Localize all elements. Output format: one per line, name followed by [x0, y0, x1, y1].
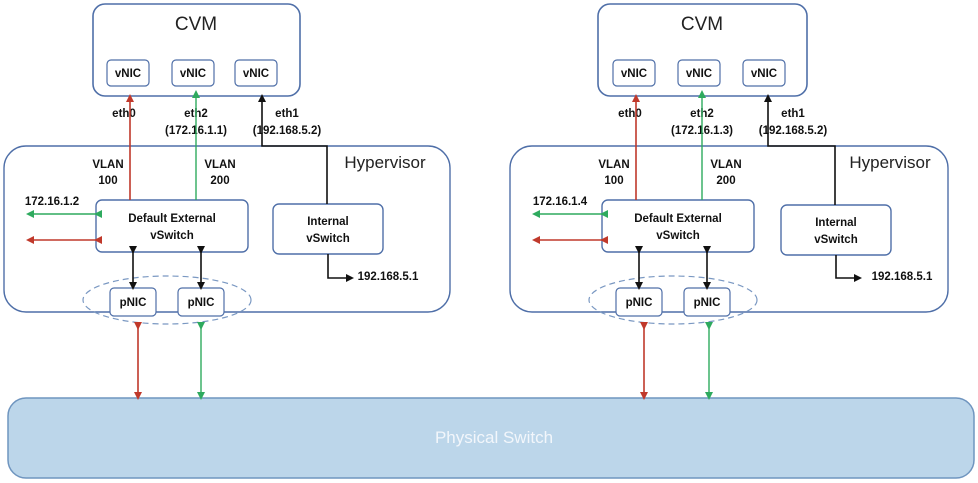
internal-vswitch — [780, 204, 892, 256]
default-external-vswitch — [601, 199, 755, 253]
vnic-label: vNIC — [180, 68, 206, 80]
vlan200-id: 200 — [716, 175, 735, 187]
host-ip-label: 172.16.1.4 — [533, 196, 588, 208]
eth1-black-link — [258, 94, 328, 204]
physical-switch-box — [7, 397, 975, 479]
vnic-label: vNIC — [243, 68, 269, 80]
vlan200-id: 200 — [210, 175, 229, 187]
vlan200-label: VLAN — [710, 159, 741, 171]
pnic-label: pNIC — [120, 297, 147, 309]
eth1-ip-label: (192.168.5.2) — [253, 125, 322, 137]
physical-switch-label: Physical Switch — [435, 428, 553, 447]
vnic-eth1 — [742, 59, 786, 87]
host-ip-label: 172.16.1.2 — [25, 196, 79, 208]
eth1-black-link — [764, 94, 836, 205]
eth0-label: eth0 — [112, 108, 136, 120]
ext-vswitch-label-2: vSwitch — [150, 230, 193, 242]
pnic-team-ellipse — [588, 275, 758, 325]
vnic-label: vNIC — [751, 68, 777, 80]
int-vswitch-label: Internal — [307, 216, 349, 228]
vnic-eth0 — [612, 59, 656, 87]
internal-out-link — [835, 255, 862, 282]
pnic-team-ellipse — [82, 275, 252, 325]
int-vswitch-label-2: vSwitch — [814, 234, 857, 246]
eth1-label: eth1 — [275, 108, 299, 120]
ext-vswitch-label-2: vSwitch — [656, 230, 699, 242]
cvm-title: CVM — [681, 14, 723, 35]
vnic-eth2 — [171, 59, 215, 87]
default-external-vswitch — [95, 199, 249, 253]
internal-out-link — [327, 254, 354, 282]
vnic-label: vNIC — [115, 68, 141, 80]
pnic-label: pNIC — [694, 297, 721, 309]
vnic-eth2 — [677, 59, 721, 87]
internal-ip-label: 192.168.5.1 — [872, 271, 933, 283]
pnic-label: pNIC — [626, 297, 653, 309]
cvm-title: CVM — [175, 14, 217, 35]
ext-vswitch-label: Default External — [128, 213, 216, 225]
eth0-label: eth0 — [618, 108, 642, 120]
int-vswitch-label: Internal — [815, 217, 857, 229]
vnic-eth0 — [106, 59, 150, 87]
internal-vswitch — [272, 203, 384, 255]
node-2: CVM vNIC vNIC vNIC Hypervisor eth0 eth2 … — [509, 3, 949, 400]
hypervisor-title: Hypervisor — [344, 153, 426, 172]
node-1: CVM vNIC vNIC vNIC Hypervisor eth0 eth2 … — [3, 3, 451, 400]
vnic-label: vNIC — [686, 68, 712, 80]
hypervisor-title: Hypervisor — [849, 153, 931, 172]
int-vswitch-label-2: vSwitch — [306, 233, 349, 245]
eth1-ip-label: (192.168.5.2) — [759, 125, 828, 137]
internal-ip-label: 192.168.5.1 — [358, 271, 419, 283]
vnic-eth1 — [234, 59, 278, 87]
ext-vswitch-label: Default External — [634, 213, 722, 225]
vlan200-label: VLAN — [204, 159, 235, 171]
vlan100-label: VLAN — [598, 159, 629, 171]
vlan100-id: 100 — [604, 175, 623, 187]
pnic-label: pNIC — [188, 297, 215, 309]
vlan100-id: 100 — [98, 175, 117, 187]
eth1-label: eth1 — [781, 108, 805, 120]
vnic-label: vNIC — [621, 68, 647, 80]
vlan100-label: VLAN — [92, 159, 123, 171]
